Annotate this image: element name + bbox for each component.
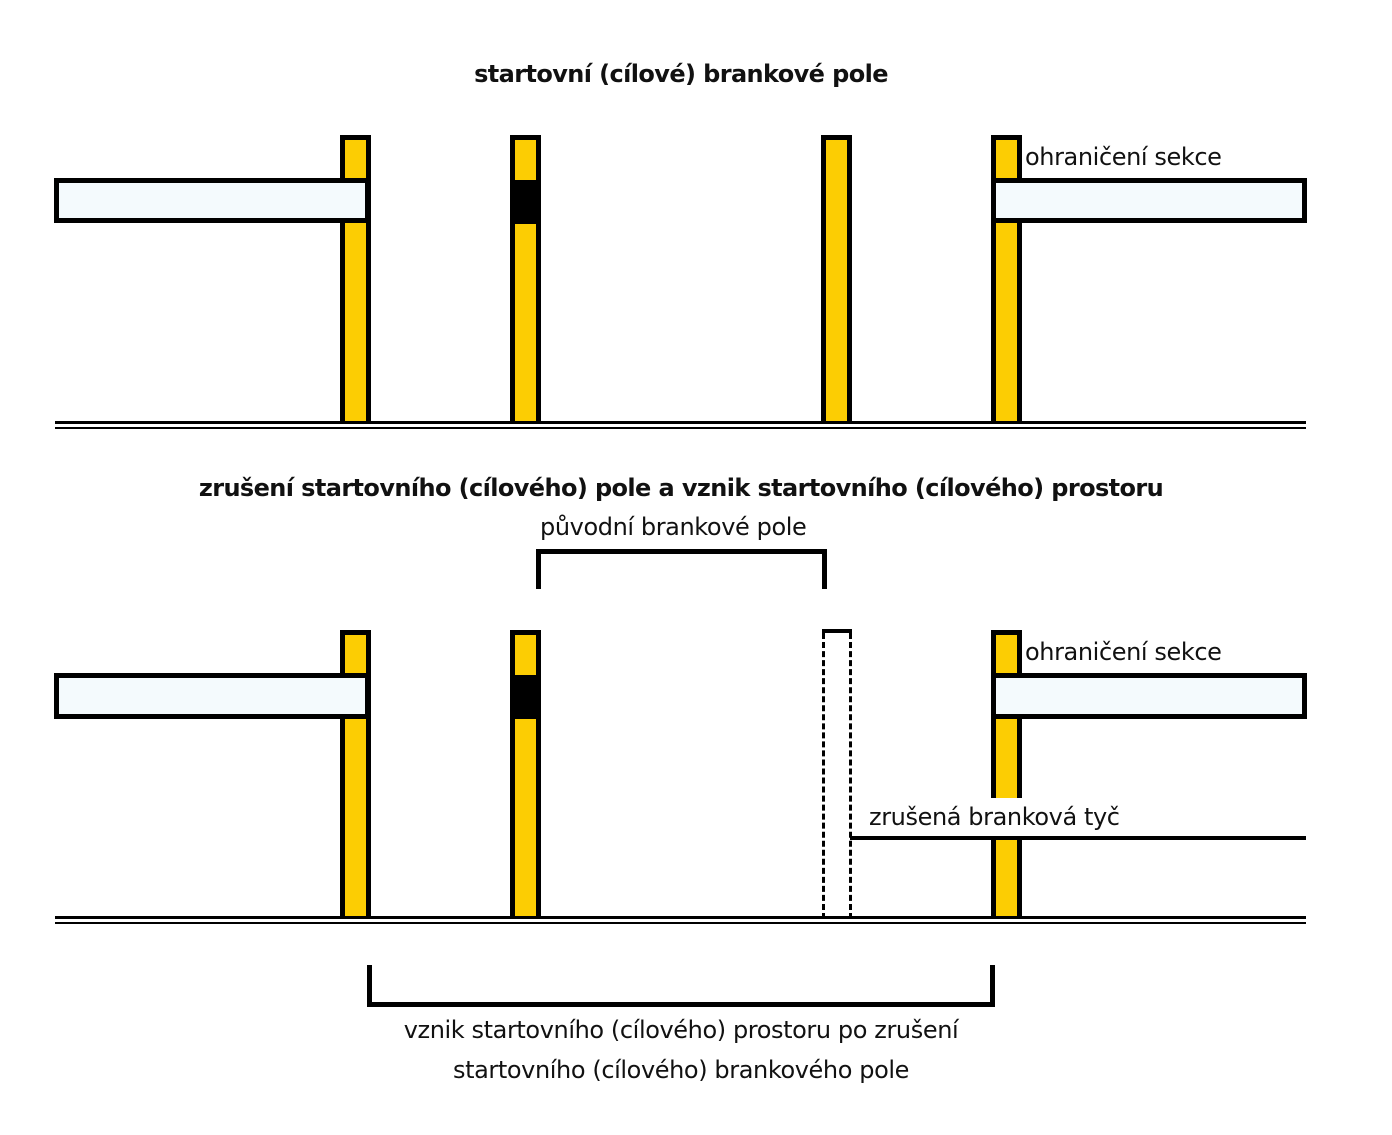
black-band-marker: [515, 180, 536, 224]
ground-line-lower: [55, 427, 1306, 429]
original-field-bracket-left: [536, 549, 541, 589]
section-boundary-label: ohraničení sekce: [1025, 638, 1222, 666]
left-section-boundary-bar-overlay: [54, 178, 370, 223]
black-band-marker: [515, 675, 536, 719]
ground-line-upper: [55, 421, 1306, 424]
bottom-diagram-title: zrušení startovního (cílového) pole a vz…: [198, 474, 1164, 502]
cancelled-pole-label: zrušená branková tyč: [869, 803, 1120, 831]
original-field-label: původní brankové pole: [540, 513, 807, 541]
gate-pole-2: [510, 630, 541, 919]
gate-pole-3: [821, 135, 852, 424]
start-space-label-line2: startovního (cílového) brankového pole: [452, 1056, 909, 1084]
ground-line-lower: [55, 922, 1306, 924]
cancelled-pole-leader-line: [850, 836, 1306, 840]
ground-line-upper: [55, 916, 1306, 919]
start-space-bracket-bottom: [367, 1002, 995, 1007]
top-diagram-title: startovní (cílové) brankové pole: [474, 60, 888, 88]
cancelled-gate-pole: [822, 633, 852, 919]
start-space-bracket-left: [367, 965, 372, 1007]
left-section-boundary-bar: [54, 673, 370, 719]
original-field-bracket-right: [822, 549, 827, 589]
gate-pole-2: [510, 135, 541, 424]
section-boundary-label: ohraničení sekce: [1025, 143, 1222, 171]
cancelled-pole-cap: [822, 629, 852, 633]
right-section-boundary-bar: [991, 673, 1307, 719]
gate-pole-4-lower: [991, 838, 1022, 919]
original-field-bracket-top: [536, 549, 827, 554]
start-space-label-line1: vznik startovního (cílového) prostoru po…: [403, 1016, 959, 1044]
start-space-bracket-right: [990, 965, 995, 1007]
right-section-boundary-bar: [991, 178, 1307, 223]
